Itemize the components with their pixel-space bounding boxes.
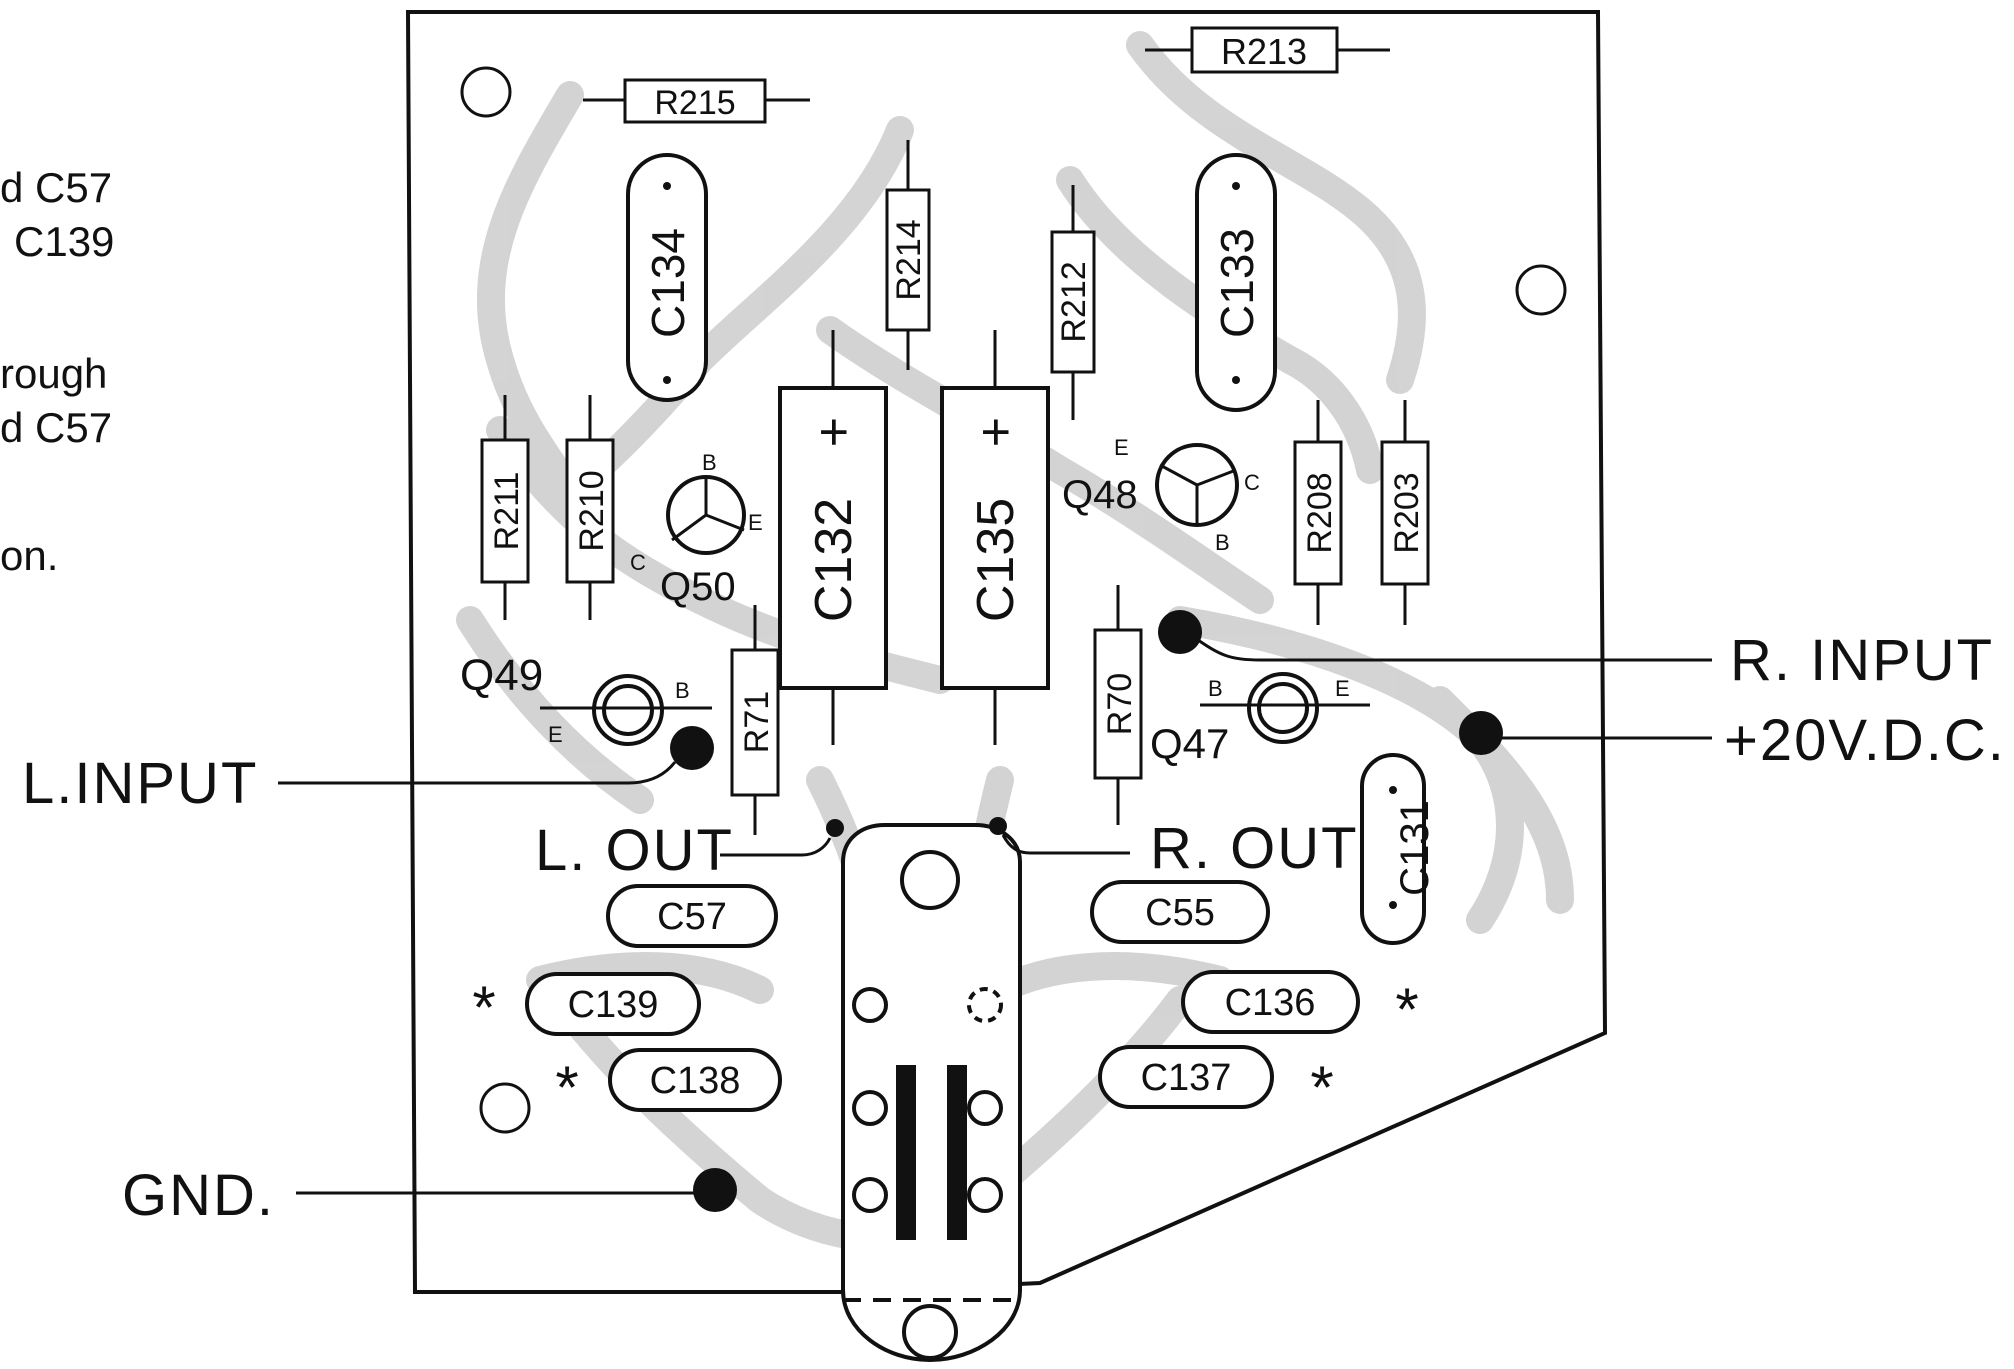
capacitor-c133: C133 — [1195, 153, 1277, 412]
label-q47: Q47 — [1150, 720, 1229, 767]
resistor-r71: R71 — [730, 605, 780, 835]
capacitor-c132: C132 + — [778, 330, 888, 745]
resistor-r210: R210 — [565, 395, 615, 620]
q50-pin-e: E — [748, 510, 763, 535]
label-r214: R214 — [890, 219, 928, 300]
label-r213: R213 — [1221, 31, 1307, 72]
q47-pin-e: E — [1335, 676, 1350, 701]
asterisk-c139: * — [472, 974, 495, 1041]
transistor-q50 — [666, 475, 746, 555]
q49-pin-e: E — [548, 722, 563, 747]
plus-c135: + — [967, 417, 1025, 447]
q50-pin-b: B — [702, 450, 717, 475]
pad-l-input — [670, 726, 714, 770]
capacitor-c138: C138 — [608, 1048, 782, 1112]
q48-pin-c: C — [1244, 470, 1260, 495]
q47-pin-b: B — [1208, 676, 1223, 701]
gnd-label: GND. — [122, 1163, 275, 1228]
label-c139: C139 — [568, 984, 659, 1026]
capacitor-c137: C137 — [1098, 1045, 1274, 1109]
label-c136: C136 — [1225, 982, 1316, 1024]
capacitor-c57: C57 — [606, 884, 778, 948]
regulator-pads — [852, 987, 1003, 1213]
capacitor-c135: C135 + — [940, 330, 1050, 745]
label-c131: C131 — [1393, 800, 1437, 896]
pad-l-out — [826, 819, 844, 837]
q50-pin-c: C — [630, 550, 646, 575]
label-r208: R208 — [1301, 472, 1339, 553]
resistor-r211: R211 — [480, 395, 530, 620]
r-input-label: R. INPUT — [1730, 628, 1994, 693]
capacitor-c139: C139 — [525, 972, 701, 1036]
resistor-r215: R215 — [583, 78, 810, 124]
power-label: +20V.D.C. — [1724, 708, 2006, 773]
note-line-2: C139 — [14, 218, 115, 265]
q48-pin-b: B — [1215, 530, 1230, 555]
label-c55: C55 — [1145, 892, 1215, 934]
note-line-1: d C57 — [0, 164, 113, 211]
capacitor-c55: C55 — [1090, 880, 1270, 944]
label-r215: R215 — [654, 84, 735, 122]
transistor-q49 — [540, 674, 712, 746]
asterisk-c138: * — [555, 1054, 578, 1121]
label-q48: Q48 — [1062, 473, 1138, 517]
regulator-bar-right — [947, 1065, 967, 1240]
label-r211: R211 — [488, 472, 526, 551]
label-c135: C135 — [967, 498, 1025, 622]
resistor-r208: R208 — [1293, 400, 1343, 625]
label-r70: R70 — [1101, 673, 1139, 735]
label-c132: C132 — [805, 498, 863, 622]
label-c57: C57 — [657, 896, 727, 938]
note-line-5: on. — [0, 532, 59, 579]
capacitor-c131: C131 — [1360, 753, 1437, 945]
pad-r-input — [1158, 610, 1202, 654]
plus-c132: + — [805, 417, 863, 447]
leader-lines — [278, 638, 1712, 1195]
label-r212: R212 — [1055, 261, 1093, 342]
r-out-label: R. OUT — [1150, 816, 1359, 881]
regulator-outline — [841, 823, 1022, 1363]
resistor-r70: R70 — [1093, 585, 1143, 825]
capacitor-c136: C136 — [1181, 970, 1360, 1034]
mounting-holes — [460, 66, 1567, 1134]
q49-pin-b: B — [675, 678, 690, 703]
note-line-4: d C57 — [0, 404, 113, 451]
regulator-bar-left — [896, 1065, 916, 1240]
pad-r-out — [989, 817, 1007, 835]
asterisk-c136: * — [1395, 976, 1418, 1043]
transistor-q47 — [1200, 672, 1370, 744]
resistor-r214: R214 — [885, 140, 931, 370]
asterisk-c137: * — [1310, 1054, 1333, 1121]
pad-gnd — [693, 1168, 737, 1212]
l-input-label: L.INPUT — [22, 751, 258, 816]
resistor-r212: R212 — [1050, 185, 1096, 420]
label-c134: C134 — [642, 228, 694, 338]
resistor-r203: R203 — [1380, 400, 1430, 625]
label-r203: R203 — [1388, 472, 1426, 553]
label-q50: Q50 — [660, 565, 736, 609]
label-c133: C133 — [1211, 228, 1263, 338]
transistor-q48 — [1155, 443, 1239, 527]
note-line-3: rough — [0, 350, 108, 397]
label-q49: Q49 — [460, 651, 543, 700]
label-c137: C137 — [1141, 1057, 1232, 1099]
resistor-r213: R213 — [1145, 26, 1390, 74]
label-r71: R71 — [738, 691, 776, 753]
label-r210: R210 — [573, 470, 611, 551]
label-c138: C138 — [650, 1060, 741, 1102]
q48-pin-e: E — [1114, 435, 1129, 460]
capacitor-c134: C134 — [626, 153, 708, 402]
pad-power — [1459, 711, 1503, 755]
l-out-label: L. OUT — [535, 818, 734, 883]
